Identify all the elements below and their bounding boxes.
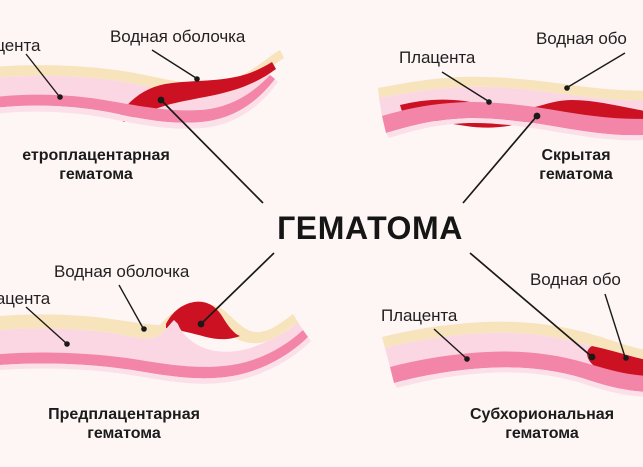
caption-line-1: Субхориональная [469,406,615,423]
leader-line-hematoma-tl [161,100,264,204]
leader-dot-placenta-br [464,356,470,362]
hematoma-shape-tl [118,62,276,122]
caption-line-2: гематома [87,425,161,443]
leader-dot-placenta-bl [64,341,70,347]
uterine-wall-shape-tr [382,102,643,136]
caption-line-1: Предплацентарная [48,406,200,423]
leader-line-hematoma-br [469,252,592,357]
leader-line-placenta-br [433,328,467,359]
label-amniotic-membrane-top-left: Водная оболочка [110,27,246,46]
label-placenta-top-left: ацента [0,36,41,55]
illustration-top-left [0,49,284,204]
page-title: ГЕМАТОМА [277,210,463,246]
leader-dot-placenta-tr [486,99,492,105]
leader-dot-placenta-tl [57,94,63,100]
label-placenta-bottom-right: Плацента [381,306,458,325]
caption-subchorionic-hematoma: Субхориональная гематома [432,405,643,443]
leader-line-placenta-tr [441,71,489,102]
caption-line-2: гематома [539,166,613,184]
caption-line-1: етроплацентарная [22,147,170,164]
leader-line-membrane-tl [151,49,197,79]
illustration-top-right [378,52,643,204]
uterine-wall-edge-tr [386,118,643,141]
caption-concealed-hematoma: Скрытая гематома [476,146,643,184]
leader-line-hematoma-bl [201,252,275,324]
leader-line-hematoma-tr [462,116,537,204]
uterine-wall-edge-bl [0,337,311,384]
placenta-body-shape-bl [0,320,303,367]
leader-dot-hematoma-bl [197,320,205,328]
leader-line-membrane-tr [567,52,626,88]
uterine-wall-shape-bl [0,330,308,379]
label-amniotic-membrane-bottom-right: Водная обо [530,270,621,289]
uterine-wall-edge-br [394,367,643,397]
leader-dot-membrane-br [623,355,629,361]
leader-line-membrane-bl [118,284,144,329]
leader-line-membrane-br [604,293,626,358]
leader-dot-membrane-bl [141,326,147,332]
caption-line-2: гематома [59,166,133,184]
placenta-body-shape-tl [0,71,270,111]
caption-retroplacental-hematoma: етроплацентарная гематома [0,146,216,184]
label-amniotic-membrane-top-right: Водная обо [536,29,627,48]
caption-line-2: гематома [505,425,579,443]
label-placenta-bottom-left: лацента [0,289,51,308]
label-amniotic-membrane-bottom-left: Водная оболочка [54,262,190,281]
leader-dot-hematoma-tr [533,112,541,120]
uterine-wall-shape-br [390,351,643,392]
caption-line-1: Скрытая [541,147,611,164]
leader-dot-membrane-tl [194,76,200,82]
leader-dot-membrane-tr [564,85,570,91]
leader-line-placenta-tl [25,53,60,97]
amniotic-membrane-shape-bl [0,303,298,344]
leader-dot-hematoma-br [588,353,596,361]
amniotic-membrane-shape-br [382,321,643,361]
caption-preplacental-hematoma: Предплацентарная гематома [14,405,234,443]
illustration-bottom-left [0,252,311,384]
leader-line-placenta-bl [25,306,67,344]
hematoma-shape-bl [166,301,240,340]
amniotic-membrane-shape-tr [378,76,643,101]
uterine-wall-shape-tl [0,75,275,123]
leader-dot-hematoma-tl [157,96,165,104]
label-placenta-top-right: Плацента [399,48,476,67]
illustration-bottom-right [382,252,643,397]
uterine-wall-edge-tl [0,79,278,129]
